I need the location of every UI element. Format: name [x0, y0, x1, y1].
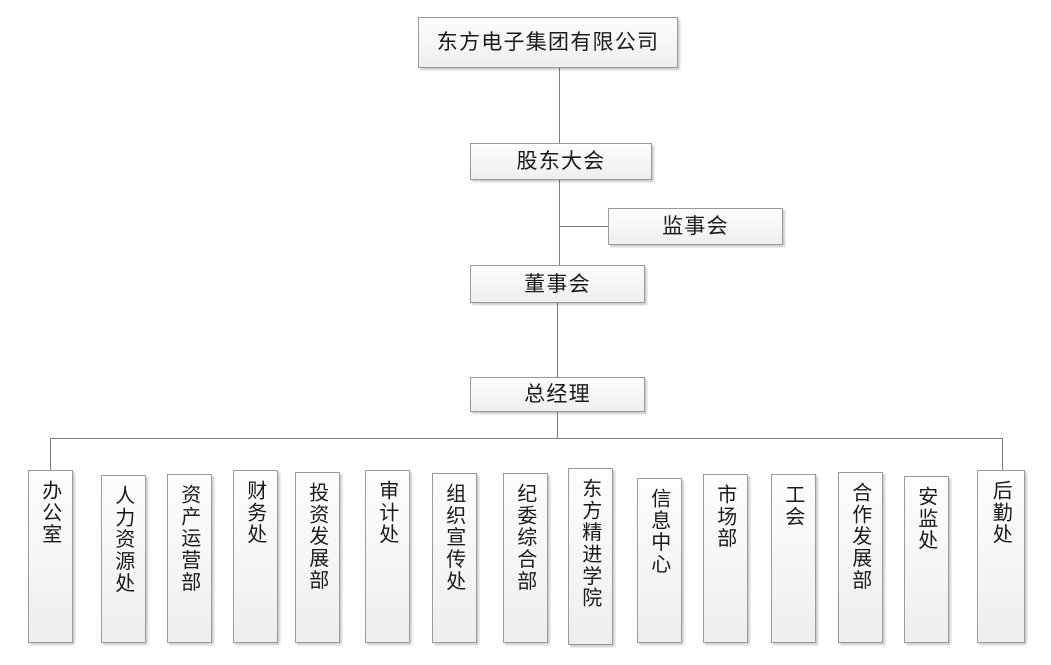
department-node[interactable]: 纪委综合部 — [503, 473, 548, 643]
node-board-of-directors[interactable]: 董事会 — [470, 265, 645, 303]
node-board-of-supervisors-label: 监事会 — [662, 214, 729, 238]
connector-department-bus — [50, 438, 1003, 439]
department-label: 审计处 — [375, 480, 400, 546]
department-label: 市场部 — [713, 484, 738, 550]
connector-bus-to-office — [50, 438, 51, 470]
department-node[interactable]: 审计处 — [365, 470, 410, 643]
department-node[interactable]: 办公室 — [28, 470, 73, 643]
connector-shareholders-to-directors — [559, 180, 560, 265]
node-shareholders-meeting[interactable]: 股东大会 — [470, 143, 652, 180]
node-board-of-supervisors[interactable]: 监事会 — [608, 208, 783, 245]
connector-bus-to-logistics — [1002, 438, 1003, 470]
node-company[interactable]: 东方电子集团有限公司 — [418, 17, 678, 68]
department-node[interactable]: 东方精进学院 — [568, 468, 613, 645]
department-label: 纪委综合部 — [513, 483, 538, 592]
node-board-of-directors-label: 董事会 — [524, 271, 591, 296]
department-label: 投资发展部 — [305, 482, 330, 591]
department-label: 财务处 — [243, 480, 268, 546]
department-label: 工会 — [781, 484, 806, 528]
department-label: 组织宣传处 — [442, 483, 467, 592]
department-label: 人力资源处 — [111, 485, 136, 594]
connector-company-to-shareholders — [559, 68, 560, 143]
department-node[interactable]: 安监处 — [904, 476, 949, 643]
department-label: 办公室 — [38, 480, 63, 546]
department-node[interactable]: 投资发展部 — [295, 472, 340, 643]
department-node[interactable]: 信息中心 — [637, 478, 682, 643]
connector-manager-to-bus — [557, 412, 558, 438]
department-label: 信息中心 — [647, 488, 672, 576]
department-label: 东方精进学院 — [578, 478, 603, 609]
department-node[interactable]: 组织宣传处 — [432, 473, 477, 643]
department-label: 合作发展部 — [848, 482, 873, 591]
department-node[interactable]: 后勤处 — [977, 470, 1025, 643]
connector-shareholders-to-supervisors — [559, 226, 608, 227]
connector-directors-to-manager — [557, 303, 558, 377]
department-node[interactable]: 工会 — [771, 474, 816, 643]
department-node[interactable]: 财务处 — [233, 470, 278, 643]
department-node[interactable]: 合作发展部 — [838, 472, 883, 643]
department-label: 后勤处 — [989, 480, 1014, 546]
node-general-manager-label: 总经理 — [524, 382, 591, 406]
department-label: 资产运营部 — [177, 484, 202, 593]
node-shareholders-meeting-label: 股东大会 — [516, 149, 606, 173]
department-label: 安监处 — [914, 486, 939, 552]
department-node[interactable]: 市场部 — [703, 474, 748, 643]
department-node[interactable]: 资产运营部 — [167, 474, 212, 643]
node-company-label: 东方电子集团有限公司 — [436, 30, 660, 54]
department-node[interactable]: 人力资源处 — [101, 475, 146, 643]
node-general-manager[interactable]: 总经理 — [470, 377, 645, 412]
